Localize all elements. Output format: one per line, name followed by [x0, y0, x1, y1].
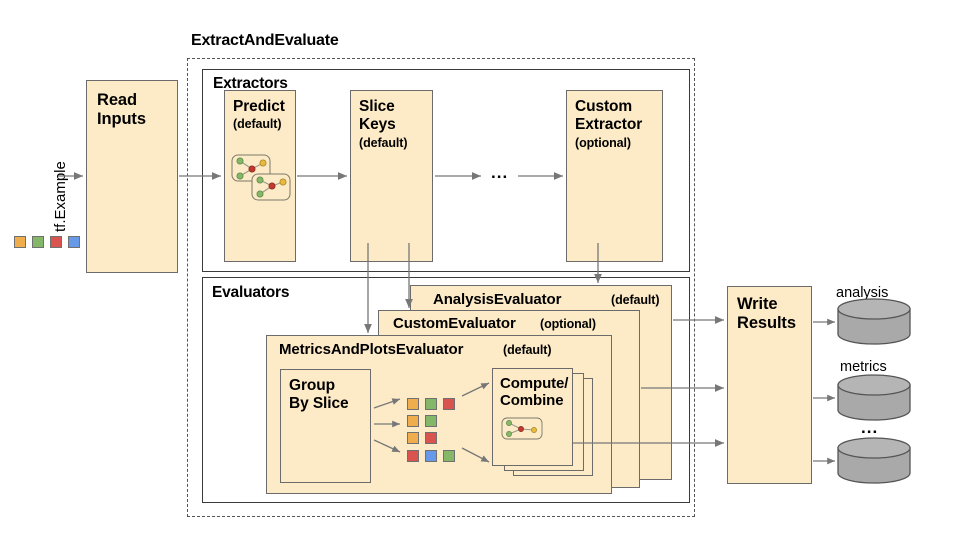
node-predict-title: Predict	[233, 98, 285, 115]
node-group-by-slice-label: Group By Slice	[289, 377, 349, 412]
card-analysis-evaluator-note: (default)	[611, 293, 660, 307]
node-write-results-label: Write Results	[737, 295, 796, 332]
card-metrics-and-plots-evaluator-title: MetricsAndPlotsEvaluator	[279, 341, 464, 358]
node-read-inputs[interactable]: Read Inputs	[86, 80, 178, 273]
card-analysis-evaluator-title: AnalysisEvaluator	[433, 291, 562, 308]
output-label-analysis: analysis	[836, 285, 889, 301]
node-slice-keys[interactable]: Slice Keys (default)	[350, 90, 433, 262]
compute-combine-graph-icon	[501, 417, 543, 440]
extractors-ellipsis: ...	[491, 163, 509, 182]
node-compute-combine[interactable]: Compute/ Combine	[492, 368, 573, 466]
container-evaluators-label: Evaluators	[212, 284, 290, 301]
node-read-inputs-label: Read Inputs	[97, 91, 146, 128]
input-label-tf-example: tf.Example	[52, 161, 69, 232]
node-group-by-slice[interactable]: Group By Slice	[280, 369, 371, 483]
input-swatch-blue	[68, 236, 80, 248]
input-swatch-green	[32, 236, 44, 248]
node-compute-combine-label: Compute/ Combine	[500, 375, 569, 410]
output-label-metrics: metrics	[840, 359, 887, 375]
node-custom-extractor[interactable]: Custom Extractor (optional)	[566, 90, 663, 262]
slice-swatch	[407, 415, 419, 427]
input-swatch-red	[50, 236, 62, 248]
slice-swatch	[425, 415, 437, 427]
cylinder-analysis	[837, 298, 911, 345]
slice-swatch	[425, 398, 437, 410]
node-slice-keys-title: Slice Keys	[359, 98, 396, 133]
slice-swatch	[443, 450, 455, 462]
predict-graph-icon	[231, 154, 291, 201]
input-swatch-orange	[14, 236, 26, 248]
slice-swatch	[443, 398, 455, 410]
slice-swatch	[407, 450, 419, 462]
card-custom-evaluator-note: (optional)	[540, 317, 596, 331]
node-custom-extractor-title: Custom Extractor	[575, 98, 643, 133]
slice-swatch	[425, 432, 437, 444]
cylinder-other	[837, 437, 911, 484]
slice-swatch	[407, 398, 419, 410]
node-predict-note: (default)	[233, 117, 282, 131]
container-extract-and-evaluate	[187, 58, 695, 517]
container-extractors-label: Extractors	[213, 75, 288, 92]
card-custom-evaluator-title: CustomEvaluator	[393, 315, 516, 332]
cylinder-metrics	[837, 374, 911, 421]
slice-swatch	[407, 432, 419, 444]
card-metrics-and-plots-evaluator-note: (default)	[503, 343, 552, 357]
node-write-results[interactable]: Write Results	[727, 286, 812, 484]
node-slice-keys-note: (default)	[359, 136, 408, 150]
node-predict[interactable]: Predict (default)	[224, 90, 296, 262]
node-custom-extractor-note: (optional)	[575, 136, 631, 150]
group-title-extract-and-evaluate: ExtractAndEvaluate	[191, 32, 339, 49]
slice-swatch	[425, 450, 437, 462]
output-label-ellipsis: ...	[861, 418, 879, 437]
